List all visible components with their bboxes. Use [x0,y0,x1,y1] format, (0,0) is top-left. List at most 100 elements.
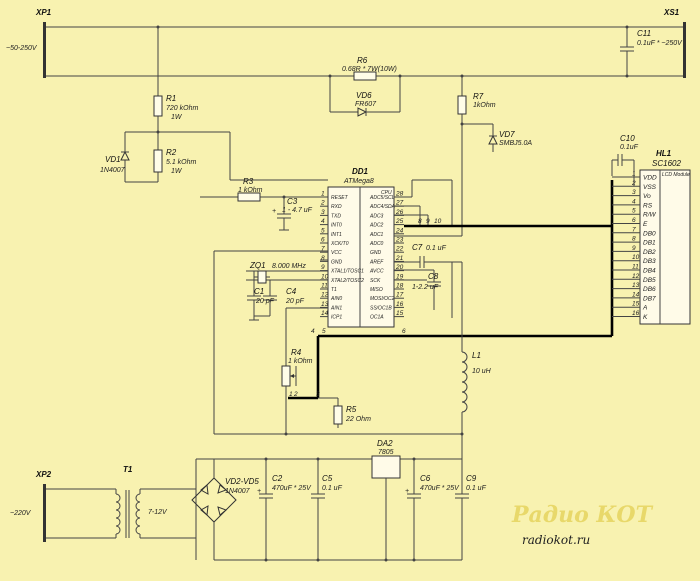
zq1-ref: ZQ1 [249,261,266,270]
lcd-pin-name: DB1 [643,240,656,247]
mcu-pin-number: 10 [321,273,329,280]
r3-ref: R3 [243,177,254,186]
c11-value: 0.1uF * ~250V [637,40,683,47]
r4-ref: R4 [291,348,302,357]
lcd-pin-number: 13 [632,282,640,289]
mcu-pin-number: 15 [396,310,404,317]
mcu-pin-number: 9 [321,264,325,271]
mcu-pin-name: ADC4/SDA [369,204,396,210]
r5-value: 22 Ohm [345,416,371,423]
mcu-pin-number: 28 [395,191,404,198]
c4-value: 20 pF [285,298,305,305]
c8-ref: C8 [428,272,439,281]
l1-value: 10 uH [472,368,492,375]
mcu-pin-name: XTAL2/TOSC2 [330,278,364,284]
net-label-4: 4 [311,328,315,335]
vd6-part: FR607 [355,101,377,108]
mcu-pin-number: 6 [321,237,325,244]
lcd-pin-number: 3 [632,189,636,196]
r1-ref: R1 [166,94,176,103]
reset-circuit: R3 1 kOhm C3 1 - 4.7 uF + [200,177,328,231]
mcu-pin-number: 5 [321,227,325,234]
mcu-pin-number: 3 [321,209,325,216]
r3-value: 1 kOhm [238,187,263,194]
r1-value: 720 kOhm [166,105,198,112]
vd7-tvs-diode [488,134,498,145]
mcu-pin-name: SCK [370,278,381,284]
c1-value: 20 pF [255,298,275,305]
r7-ref: R7 [473,92,484,101]
r1-power: 1W [171,114,183,121]
mcu-pin-number: 2 [320,200,325,207]
mcu-pin-name: T1 [331,287,337,293]
mcu-pin-number: 11 [321,283,328,290]
c2-ref: C2 [272,474,283,483]
c9-ref: C9 [466,474,477,483]
mcu-pin-number: 24 [395,227,404,234]
lcd-pin-number: 5 [632,208,636,215]
svg-text:+: + [257,488,261,495]
lcd-pin-6: 6E [612,217,648,228]
c4-ref: C4 [286,287,297,296]
vd7-ref: VD7 [499,130,515,139]
mcu-pin-name: RESET [331,195,349,201]
mcu-pin-name: VCC [331,250,342,256]
mcu-pin-name: AIN0 [330,296,342,302]
mcu-pin-number: 18 [396,283,404,290]
lcd-module: HL1 SC1602 LCD Module 1VDD2VSS3Vo4RS5R/W… [611,134,691,325]
lcd-pin-number: 9 [632,245,636,252]
svg-text:+: + [272,208,276,215]
mcu-pin-number: 17 [396,292,404,299]
l1-ref: L1 [472,351,481,360]
mcu-pin-number: 27 [395,200,404,207]
net-label-9: 9 [426,218,430,225]
lcd-pin-number: 4 [632,198,636,205]
mcu-pin-name: ADC0 [369,241,384,247]
mcu-pin-number: 19 [396,273,404,280]
xp2-connector [43,484,46,542]
lcd-pin-name: DB7 [643,295,656,302]
mcu-pin-number: 25 [395,218,404,225]
lcd-pin-number: 15 [632,301,640,308]
crystal-circuit: ZQ1 8.000 MHz C1 20 pF C4 20 pF [246,261,328,321]
net-label-5: 5 [322,328,326,335]
data-bus [288,180,614,400]
mcu-pin-name: RXD [331,204,342,210]
mcu-pin-number: 4 [321,218,325,225]
mcu-pin-number: 22 [395,246,404,253]
mcu-pin-number: 13 [321,301,329,308]
mcu-pin-name: MOSI/OC2 [370,296,395,302]
da2-ref: DA2 [377,439,393,448]
c3-ref: C3 [287,197,298,206]
mcu-pin-name: GND [331,259,343,265]
power-supply: XP2 ~220V T1 7-12V VD2-VD5 1N4007 [10,434,487,562]
da2-part: 7805 [378,449,394,456]
vd1-diode [120,150,130,161]
vd6-ref: VD6 [356,91,372,100]
lcd-pin-name: E [643,221,648,228]
lcd-pin-name: VSS [643,184,657,191]
r2-ref: R2 [166,148,177,157]
vd6-diode [357,107,368,117]
c2-value: 470uF * 25V [272,485,312,492]
c8-value: 1-2.2 uF [412,284,439,291]
c9-value: 0.1 uF [466,485,487,492]
